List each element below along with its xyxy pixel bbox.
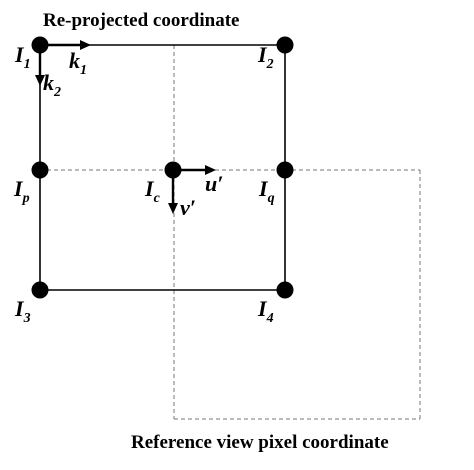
reference-grid — [40, 45, 421, 420]
node-i2-sub: 2 — [266, 57, 274, 72]
node-ip-label: Ip — [13, 176, 30, 206]
node-i3-main: I — [14, 296, 25, 321]
node-iq-main: I — [258, 176, 269, 201]
v-prime-arrowhead — [168, 203, 178, 214]
node-i4-dot — [276, 281, 294, 299]
node-i4-sub: 4 — [266, 311, 274, 326]
node-i3-label: I3 — [14, 296, 31, 326]
node-iq-dot — [276, 161, 294, 179]
node-iq-sub: q — [268, 191, 275, 206]
u-prime-arrowhead — [205, 165, 216, 175]
node-i1-dot — [31, 36, 49, 54]
node-ip-main: I — [13, 176, 24, 201]
k1-arrowhead — [80, 40, 91, 50]
vector-arrows — [35, 40, 216, 214]
node-i1-sub: 1 — [24, 57, 31, 72]
k1-sub: 1 — [80, 63, 87, 78]
node-ic-label: Ic — [144, 176, 161, 206]
v-prime-label: v′ — [180, 195, 196, 220]
node-i3-dot — [31, 281, 49, 299]
k1-main: k — [69, 48, 80, 73]
k2-label: k2 — [43, 70, 61, 100]
node-ip-dot — [31, 161, 49, 179]
node-ic-main: I — [144, 176, 155, 201]
node-i3-sub: 3 — [23, 311, 31, 326]
node-i4-main: I — [257, 296, 268, 321]
node-i1-main: I — [14, 42, 25, 67]
reprojected-square — [39, 44, 286, 291]
node-ip-sub: p — [22, 191, 30, 206]
node-iq-label: Iq — [258, 176, 275, 206]
u-prime-label: u′ — [205, 171, 223, 196]
node-i2-label: I2 — [257, 42, 274, 72]
k2-main: k — [43, 70, 54, 95]
nodes — [31, 36, 294, 299]
k2-sub: 2 — [53, 85, 61, 100]
node-i1-label: I1 — [14, 42, 31, 72]
reference-view-pixel-coordinate-title: Reference view pixel coordinate — [131, 432, 389, 453]
node-ic-sub: c — [154, 191, 161, 206]
node-i4-label: I4 — [257, 296, 274, 326]
k2-arrowhead — [35, 75, 45, 86]
node-i2-dot — [276, 36, 294, 54]
node-ic-dot — [164, 161, 182, 179]
node-i2-main: I — [257, 42, 268, 67]
k1-label: k1 — [69, 48, 87, 78]
reprojected-coordinate-title: Re-projected coordinate — [43, 10, 239, 31]
